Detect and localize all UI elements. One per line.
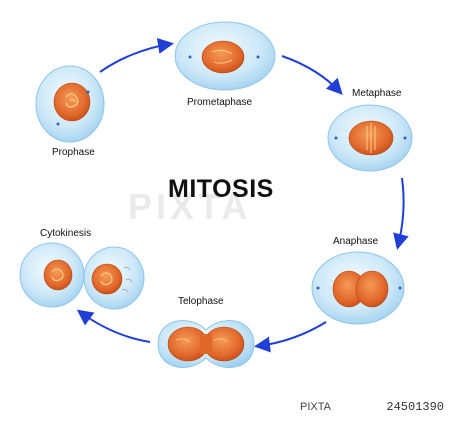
arrow-telophase-to-cytokinesis: [76, 309, 151, 343]
telophase-cell: [157, 320, 255, 368]
metaphase-cell: [327, 104, 413, 172]
anaphase-cell: [311, 251, 405, 325]
cytokinesis-cell-right: [83, 246, 145, 310]
prophase-cell: [35, 65, 105, 143]
arrow-anaphase-to-telophase: [254, 321, 327, 353]
arrow-metaphase-to-anaphase: [393, 177, 409, 250]
label-cytokinesis: Cytokinesis: [40, 228, 92, 239]
label-anaphase: Anaphase: [333, 236, 379, 247]
label-prometaphase: Prometaphase: [187, 97, 253, 108]
label-prophase: Prophase: [52, 147, 95, 158]
arrow-prometaphase-to-metaphase: [281, 55, 343, 95]
watermark: PIXTA: [128, 186, 252, 227]
footer-image-id: 24501390: [386, 400, 444, 414]
stock-footer: PIXTA 24501390: [0, 399, 450, 417]
footer-logo: PIXTA: [300, 401, 331, 413]
cytokinesis-cell-left: [19, 242, 85, 308]
label-telophase: Telophase: [178, 296, 224, 307]
prometaphase-cell: [174, 21, 276, 91]
label-metaphase: Metaphase: [352, 88, 402, 99]
diagram-title: MITOSIS: [168, 175, 274, 203]
arrow-prophase-to-prometaphase: [99, 37, 174, 73]
